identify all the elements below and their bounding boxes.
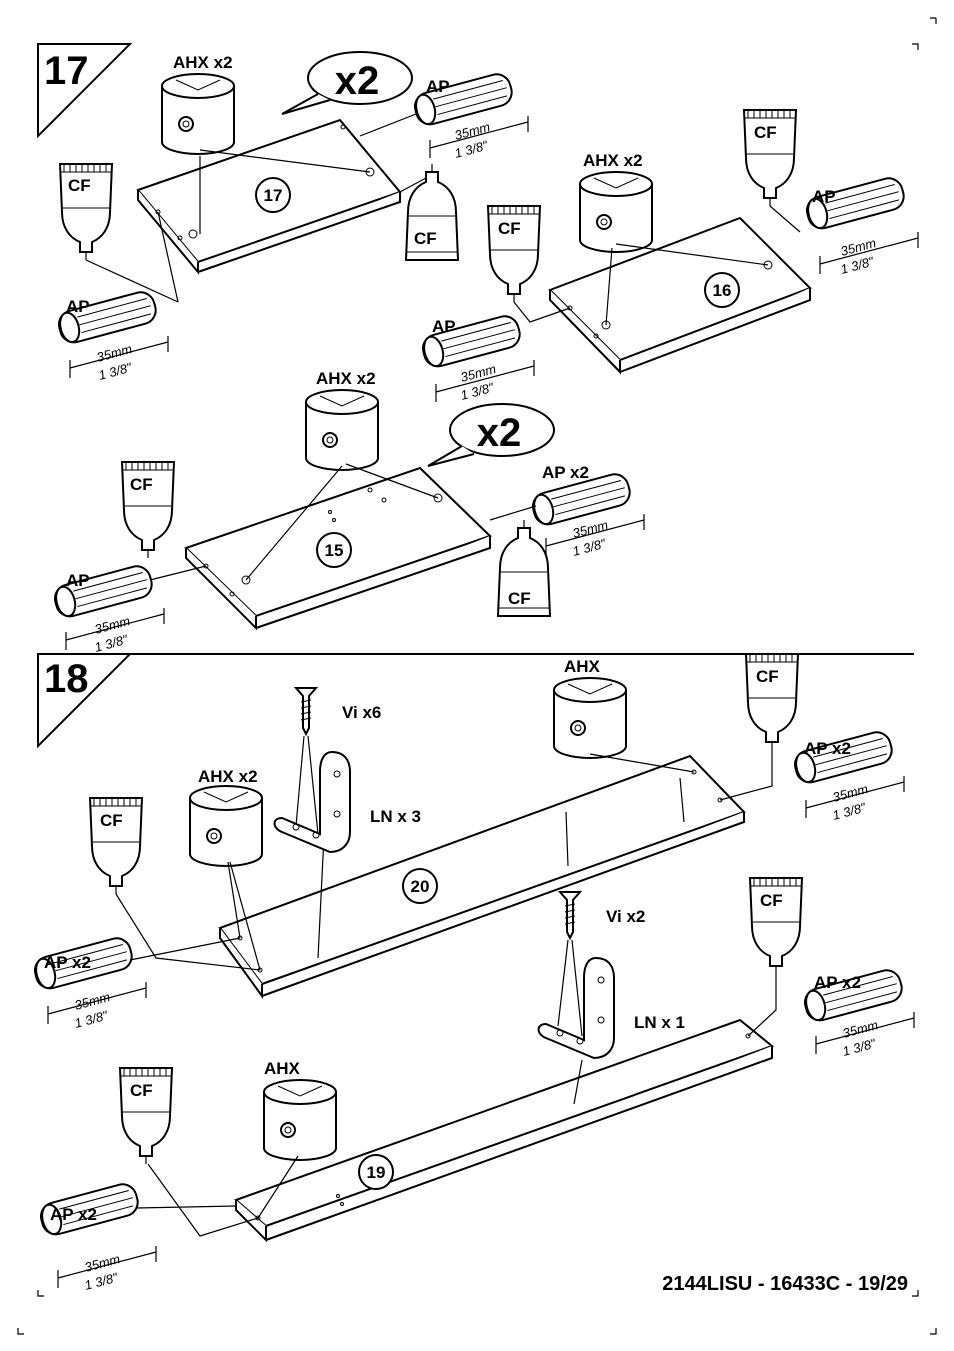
svg-text:35mm: 35mm bbox=[831, 781, 870, 805]
speech-bubble-x2-top: x2 bbox=[281, 51, 413, 115]
part-number-15: 15 bbox=[325, 541, 344, 560]
screw-vi bbox=[295, 687, 317, 735]
svg-text:CF: CF bbox=[130, 1081, 153, 1100]
svg-text:CF: CF bbox=[508, 589, 531, 608]
board-16: 16 bbox=[548, 216, 812, 375]
label-ahx-x2: AHX x2 bbox=[583, 151, 643, 170]
svg-text:35mm: 35mm bbox=[93, 613, 132, 637]
cam-lock-ahx bbox=[579, 171, 653, 253]
svg-text:AP: AP bbox=[66, 571, 90, 590]
board-20: 20 bbox=[218, 754, 746, 1000]
svg-text:CF: CF bbox=[498, 219, 521, 238]
bracket-ln bbox=[273, 751, 351, 853]
svg-text:CF: CF bbox=[130, 475, 153, 494]
label-ap-x2: AP x2 bbox=[542, 463, 589, 482]
speech-bubble-x2-mid: x2 bbox=[427, 403, 555, 467]
step-18-badge: 18 bbox=[37, 653, 133, 749]
svg-text:CF: CF bbox=[414, 229, 437, 248]
step-number: 17 bbox=[44, 49, 89, 93]
svg-text:35mm: 35mm bbox=[841, 1017, 880, 1041]
svg-text:AP: AP bbox=[66, 297, 90, 316]
cam-lock-ahx bbox=[553, 677, 627, 759]
label-vi-x2: Vi x2 bbox=[606, 907, 645, 926]
svg-text:35mm: 35mm bbox=[571, 517, 610, 541]
svg-text:x2: x2 bbox=[477, 411, 522, 455]
cam-lock-ahx bbox=[161, 73, 235, 155]
cam-lock-ahx bbox=[263, 1079, 337, 1161]
svg-text:CF: CF bbox=[754, 123, 777, 142]
label-ln-x3: LN x 3 bbox=[370, 807, 421, 826]
label-ap-x2: AP x2 bbox=[44, 953, 91, 972]
label-vi-x6: Vi x6 bbox=[342, 703, 381, 722]
board-19: 19 bbox=[234, 1018, 775, 1243]
label-ahx: AHX bbox=[564, 657, 601, 676]
label-ahx: AHX bbox=[264, 1059, 301, 1078]
svg-text:AP: AP bbox=[812, 187, 836, 206]
svg-text:35mm: 35mm bbox=[839, 235, 878, 259]
step-number: 18 bbox=[44, 657, 89, 701]
label-ap-x2: AP x2 bbox=[50, 1205, 97, 1224]
label-ap-x2: AP x2 bbox=[814, 973, 861, 992]
svg-text:35mm: 35mm bbox=[83, 1251, 122, 1275]
svg-text:CF: CF bbox=[68, 176, 91, 195]
label-ap-x2: AP x2 bbox=[804, 739, 851, 758]
board-15: 15 bbox=[184, 466, 492, 631]
svg-text:CF: CF bbox=[100, 811, 123, 830]
part-number-19: 19 bbox=[367, 1163, 386, 1182]
label-ahx-x2: AHX x2 bbox=[198, 767, 258, 786]
cam-lock-ahx bbox=[189, 785, 263, 867]
svg-text:35mm: 35mm bbox=[453, 119, 492, 143]
svg-text:x2: x2 bbox=[335, 59, 380, 103]
svg-text:35mm: 35mm bbox=[73, 989, 112, 1013]
board-17: 17 bbox=[136, 118, 402, 275]
svg-text:CF: CF bbox=[760, 891, 783, 910]
part-number-16: 16 bbox=[713, 281, 732, 300]
label-ahx-x2: AHX x2 bbox=[173, 53, 233, 72]
svg-text:CF: CF bbox=[756, 667, 779, 686]
part-number-20: 20 bbox=[411, 877, 430, 896]
screw-vi bbox=[559, 891, 581, 939]
footer-reference: 2144LISU - 16433C - 19/29 bbox=[662, 1273, 908, 1295]
crop-marks bbox=[17, 17, 937, 1335]
label-ahx-x2: AHX x2 bbox=[316, 369, 376, 388]
svg-text:AP: AP bbox=[432, 317, 456, 336]
part-number-17: 17 bbox=[264, 186, 283, 205]
step-17-badge: 17 bbox=[37, 43, 133, 139]
bracket-ln bbox=[537, 957, 615, 1059]
cam-lock-ahx bbox=[305, 389, 379, 471]
svg-text:AP: AP bbox=[426, 77, 450, 96]
label-ln-x1: LN x 1 bbox=[634, 1013, 685, 1032]
